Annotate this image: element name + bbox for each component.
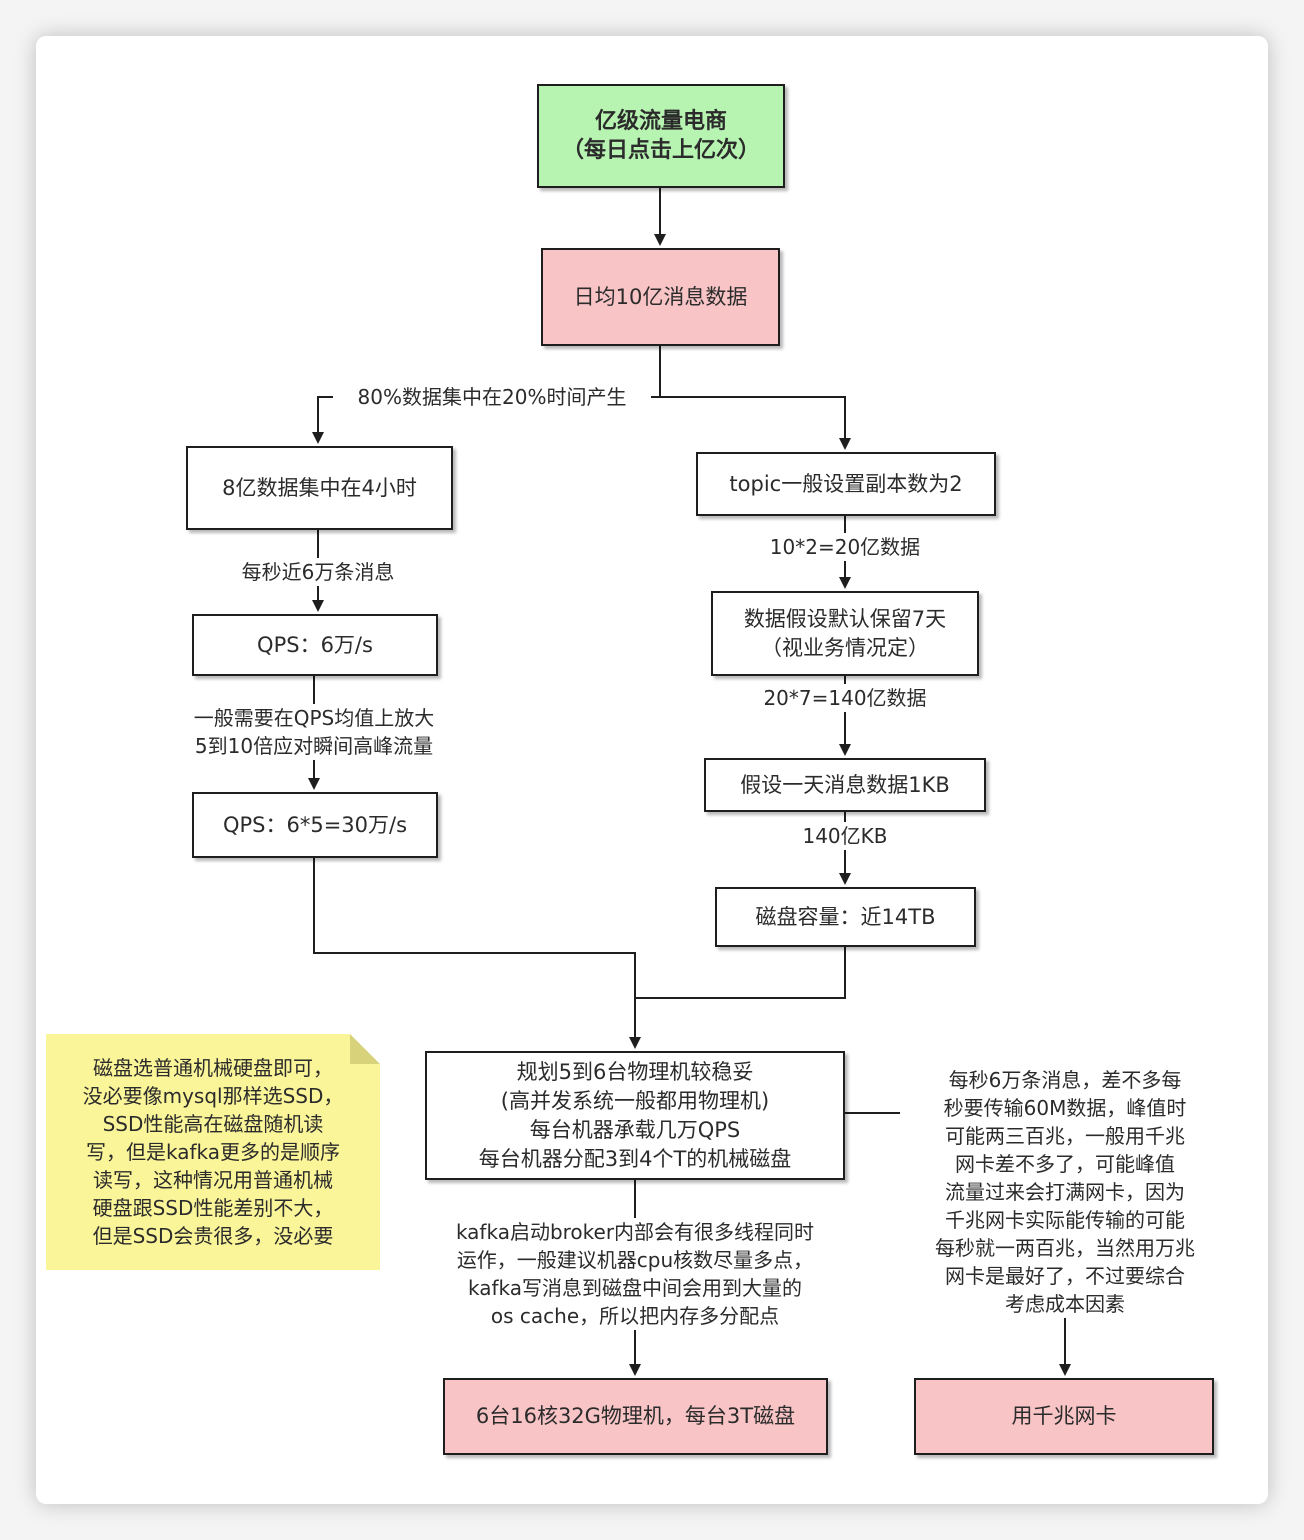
edge-label-times2: 10*2=20亿数据 (752, 533, 938, 561)
node-daily: 日均10亿消息数据 (541, 248, 780, 346)
edge-label-cpu: kafka启动broker内部会有很多线程同时 运作，一般建议机器cpu核数尽量… (420, 1218, 850, 1330)
node-replica: topic一般设置副本数为2 (696, 452, 996, 516)
edge-qps2-to-plan (313, 858, 641, 1049)
node-retain: 数据假设默认保留7天 （视业务情况定） (711, 591, 979, 676)
edge-split-to-replica (660, 396, 851, 450)
edge-label-network: 每秒6万条消息，差不多每 秒要传输60M数据，峰值时 可能两三百兆，一般用千兆 … (900, 1066, 1230, 1318)
node-result-nic: 用千兆网卡 (914, 1378, 1214, 1455)
sticky-note: 磁盘选普通机械硬盘即可， 没必要像mysql那样选SSD， SSD性能高在磁盘随… (46, 1034, 380, 1270)
node-top: 亿级流量电商 （每日点击上亿次） (537, 84, 785, 188)
node-qps1: QPS：6万/s (192, 614, 438, 676)
edge-disk-to-plan (634, 947, 846, 1047)
node-plan: 规划5到6台物理机较稳妥 (高并发系统一般都用物理机) 每台机器承载几万QPS … (425, 1051, 845, 1180)
node-disk: 磁盘容量：近14TB (715, 887, 976, 947)
edge-label-times7: 20*7=140亿数据 (746, 684, 944, 712)
node-result-machine: 6台16核32G物理机，每台3T磁盘 (443, 1378, 828, 1455)
edge-label-split: 80%数据集中在20%时间产生 (333, 383, 651, 411)
edge-label-kb: 140亿KB (787, 822, 903, 850)
node-concentrated: 8亿数据集中在4小时 (186, 446, 453, 530)
sticky-note-fold (350, 1034, 380, 1064)
node-qps2: QPS：6*5=30万/s (192, 792, 438, 858)
edge-label-per-second: 每秒近6万条消息 (212, 558, 424, 586)
node-size: 假设一天消息数据1KB (704, 758, 986, 812)
edge-label-amplify: 一般需要在QPS均值上放大 5到10倍应对瞬间高峰流量 (166, 704, 462, 760)
